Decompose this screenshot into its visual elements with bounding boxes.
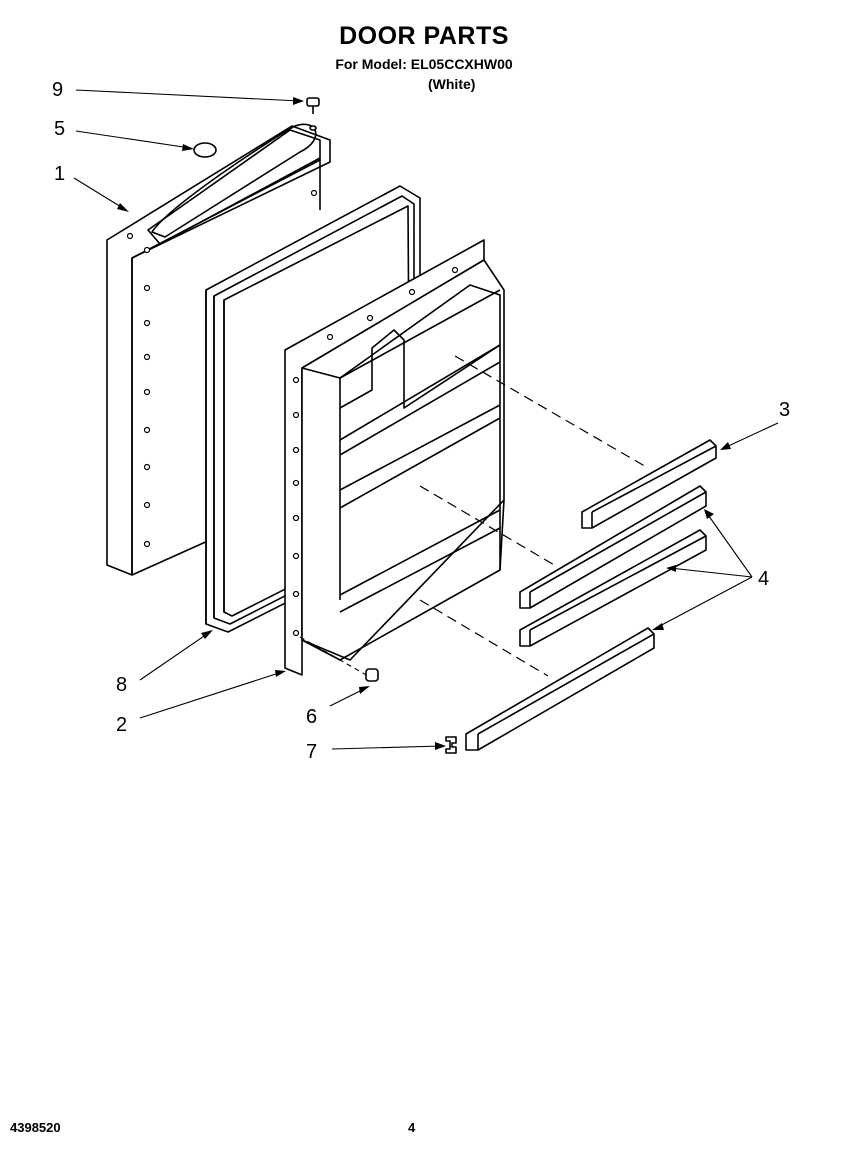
leader-arrowheads <box>117 97 731 750</box>
doc-number: 4398520 <box>10 1120 61 1135</box>
model-line: For Model: EL05CCXHW00 <box>335 56 513 72</box>
page-title: DOOR PARTS <box>339 22 509 50</box>
button-part <box>193 142 217 158</box>
clip-part <box>445 736 457 754</box>
callout-4: 4 <box>758 568 770 590</box>
page-number: 4 <box>408 1120 416 1135</box>
callout-1: 1 <box>54 163 66 185</box>
callout-2: 2 <box>116 714 128 736</box>
callout-3: 3 <box>779 399 791 421</box>
shelf-bar-3 <box>581 439 717 529</box>
color-line: (White) <box>428 76 476 92</box>
callout-6: 6 <box>306 706 318 728</box>
door-outer-panel <box>106 123 331 576</box>
plug-part <box>306 97 320 131</box>
callout-5: 5 <box>54 118 66 140</box>
callout-9: 9 <box>52 79 64 101</box>
shelf-bar-4b <box>519 529 707 647</box>
leader-lines <box>73 89 779 750</box>
shelf-bar-4a <box>519 485 707 609</box>
door-liner <box>284 239 505 676</box>
callout-8: 8 <box>116 674 128 696</box>
alignment-lines <box>419 355 649 677</box>
callout-7: 7 <box>306 741 318 763</box>
shelf-bar-4c <box>465 627 655 751</box>
screw-part <box>299 636 379 682</box>
